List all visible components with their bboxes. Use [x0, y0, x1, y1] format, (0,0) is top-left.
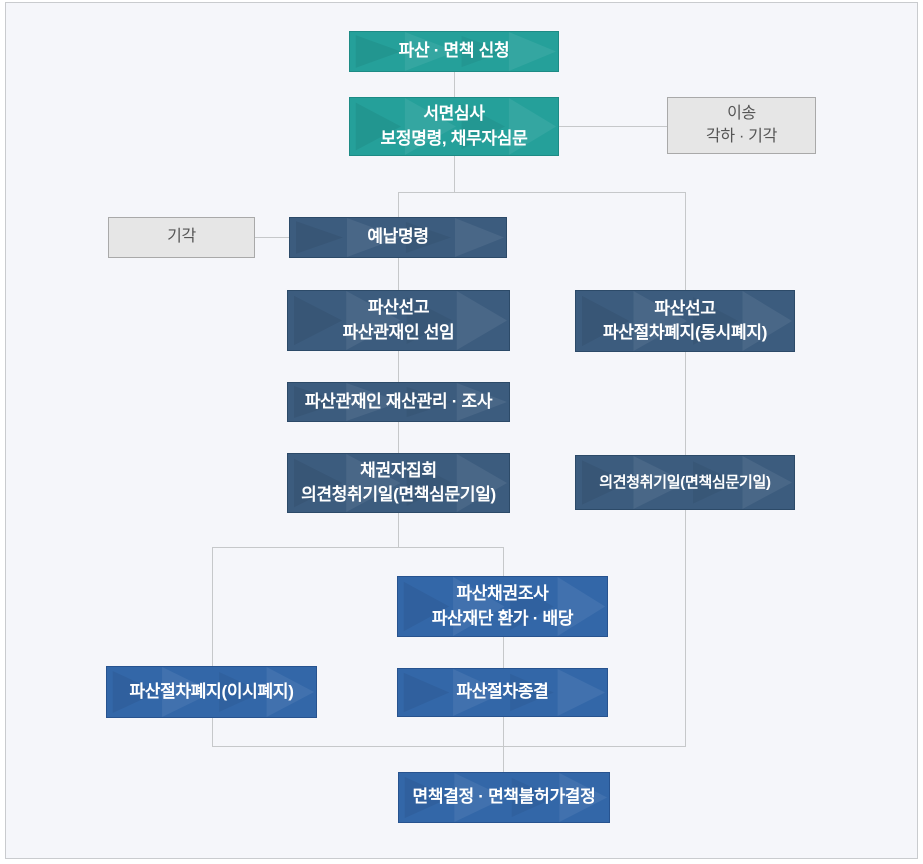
- connector-branch-to-simultaneous: [685, 192, 686, 290]
- node-claims-investigation-liquidation: 파산채권조사 파산재단 환가 · 배당: [397, 576, 608, 637]
- connector-abolition-down: [212, 718, 213, 746]
- node-abolition-after-commencement: 파산절차폐지(이시폐지): [106, 666, 317, 718]
- connector-asset-to-creditors: [398, 422, 399, 453]
- chevron-pattern: [295, 218, 505, 257]
- connector-branch-to-deposit: [398, 192, 399, 217]
- connector-screening-to-transfer: [559, 126, 667, 127]
- chevron-pattern: [403, 577, 606, 636]
- node-label: 파산절차폐지(이시폐지): [129, 681, 294, 701]
- node-procedure-closure: 파산절차종결: [397, 668, 608, 717]
- node-transfer-dismissal: 이송 각하 · 기각: [667, 97, 816, 154]
- node-creditors-meeting: 채권자집회 의견청취기일(면책심문기일): [287, 453, 510, 513]
- node-deposit-order: 예납명령: [289, 217, 507, 258]
- node-bankruptcy-discharge-application: 파산 · 면책 신청: [349, 31, 559, 72]
- node-label: 각하 · 기각: [706, 127, 777, 145]
- connector-rejection-to-deposit: [255, 237, 289, 238]
- node-label: 파산관재인 선임: [342, 322, 455, 342]
- node-trustee-asset-management: 파산관재인 재산관리 · 조사: [287, 382, 510, 422]
- chevron-pattern: [403, 669, 606, 716]
- node-label: 파산절차종결: [456, 682, 549, 702]
- connector-split-to-abolition: [212, 547, 213, 666]
- node-label: 파산채권조사: [456, 584, 549, 604]
- node-label: 기각: [167, 228, 196, 246]
- connector-apply-to-screening: [454, 72, 455, 97]
- node-bankruptcy-declaration-simultaneous-abolition: 파산선고 파산절차폐지(동시폐지): [575, 290, 795, 352]
- connector-hearing-down: [685, 510, 686, 746]
- node-bankruptcy-declaration-trustee: 파산선고 파산관재인 선임: [287, 290, 510, 351]
- connector-screening-down: [454, 156, 455, 192]
- node-discharge-decision: 면책결정 · 면책불허가결정: [398, 772, 610, 823]
- node-label: 이송: [727, 104, 756, 122]
- node-label: 의견청취기일(면책심문기일): [599, 473, 771, 491]
- node-document-screening: 서면심사 보정명령, 채무자심문: [349, 97, 559, 156]
- node-label: 예납명령: [367, 227, 429, 247]
- node-label: 의견청취기일(면책심문기일): [301, 485, 496, 504]
- chevron-pattern: [355, 98, 557, 155]
- chevron-pattern: [112, 667, 315, 717]
- connector-simultaneous-to-hearing: [685, 352, 686, 455]
- connector-split-to-claims: [503, 547, 504, 576]
- chevron-pattern: [581, 291, 793, 351]
- node-label: 보정명령, 채무자심문: [380, 128, 528, 148]
- connector-split-horizontal: [212, 547, 504, 548]
- node-label: 파산선고: [654, 298, 716, 318]
- chevron-pattern: [355, 32, 557, 71]
- node-label: 채권자집회: [360, 460, 437, 480]
- node-label: 파산재단 환가 · 배당: [431, 608, 574, 628]
- connector-merge-horizontal: [212, 746, 686, 747]
- chevron-pattern: [404, 773, 608, 822]
- node-label: 파산선고: [367, 298, 430, 318]
- connector-deposit-to-declaration: [398, 258, 399, 290]
- chevron-pattern: [294, 291, 507, 350]
- node-label: 파산절차폐지(동시폐지): [602, 323, 768, 342]
- node-label: 파산 · 면책 신청: [398, 41, 510, 61]
- chevron-pattern: [294, 454, 507, 512]
- node-label: 서면심사: [423, 104, 485, 124]
- connector-closure-to-discharge: [503, 717, 504, 772]
- connector-declaration-to-asset: [398, 351, 399, 382]
- node-label: 파산관재인 재산관리 · 조사: [304, 391, 493, 411]
- node-label: 면책결정 · 면책불허가결정: [412, 787, 596, 807]
- connector-creditors-down: [398, 513, 399, 547]
- connector-claims-to-closure: [503, 637, 504, 668]
- node-rejection: 기각: [108, 217, 255, 258]
- chevron-pattern: [294, 383, 507, 421]
- chevron-pattern: [581, 456, 793, 509]
- connector-branch-horizontal: [398, 192, 686, 193]
- node-opinion-hearing-date: 의견청취기일(면책심문기일): [575, 455, 795, 510]
